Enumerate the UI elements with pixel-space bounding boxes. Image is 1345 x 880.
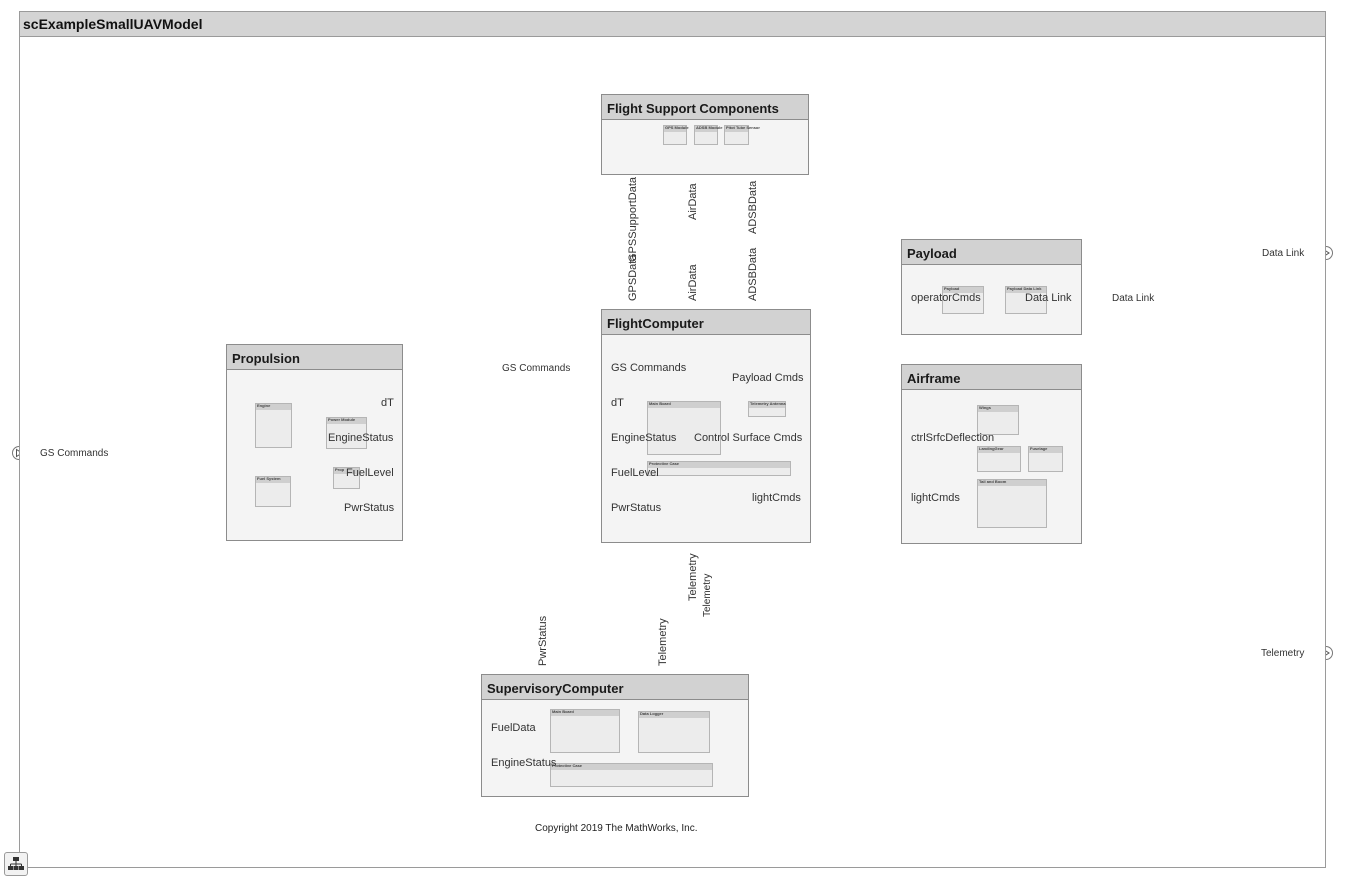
port-label-telemetry-sup: Telemetry	[657, 618, 669, 666]
inner-component[interactable]: Protective Case	[647, 461, 791, 476]
port-label-pwrstatus-fc: PwrStatus	[611, 502, 662, 514]
port-label-adsbdata-fc: ADSBData	[747, 247, 759, 301]
port-label-gpsdata: GPSData	[627, 254, 639, 301]
block-header: Flight Support Components	[602, 95, 808, 120]
port-label-enginestatus-prop: EngineStatus	[328, 432, 394, 444]
port-label-operatorcmds: operatorCmds	[911, 292, 981, 304]
port-label-lightcmds-airframe: lightCmds	[911, 492, 960, 504]
port-label-fuellevel-fc: FuelLevel	[611, 467, 659, 479]
block-title: SupervisoryComputer	[487, 681, 624, 696]
hierarchy-icon	[8, 857, 24, 870]
inner-component[interactable]: Telemetry Antenna	[748, 401, 786, 417]
port-label-enginestatus-sup: EngineStatus	[491, 757, 557, 769]
block-title: Payload	[907, 246, 957, 261]
block-flight-support[interactable]: Flight Support Components GPS Module ADS…	[601, 94, 809, 175]
inner-component[interactable]: Protective Case	[550, 763, 713, 787]
inner-component[interactable]: ADSB Module	[694, 125, 722, 145]
block-header: Payload	[902, 240, 1081, 265]
inner-component[interactable]: LandingGear	[977, 446, 1021, 472]
block-header: Propulsion	[227, 345, 402, 370]
port-label-telemetry-fc: Telemetry	[687, 553, 699, 601]
port-label-adsbdata-support: ADSBData	[747, 180, 759, 234]
port-label-fuellevel-prop: FuelLevel	[346, 467, 394, 479]
inner-component[interactable]: GPS Module	[663, 125, 689, 145]
block-title: Propulsion	[232, 351, 300, 366]
block-title: Flight Support Components	[607, 101, 779, 116]
port-label-airdata-support: AirData	[687, 183, 699, 220]
block-flight-computer[interactable]: FlightComputer Main Board Telemetry Ante…	[601, 309, 811, 543]
port-label-enginestatus-fc: EngineStatus	[611, 432, 677, 444]
port-label-dt-prop: dT	[381, 397, 394, 409]
port-label-ctrlsrfcdeflection: ctrlSrfcDeflection	[911, 432, 995, 444]
inner-component[interactable]: Payload Data Link	[1005, 286, 1047, 314]
port-label-pwrstatus-prop: PwrStatus	[344, 502, 395, 514]
external-port-label-telemetry: Telemetry	[1261, 648, 1305, 659]
block-propulsion[interactable]: Propulsion Engine Power Module Fuel Syst…	[226, 344, 403, 541]
inner-component[interactable]: Wings	[977, 405, 1019, 435]
inner-component[interactable]: Payload	[942, 286, 984, 314]
adapter-label-data-link: Data Link	[1112, 293, 1155, 304]
block-title: Airframe	[907, 371, 961, 386]
port-label-gs-commands-fc: GS Commands	[611, 362, 687, 374]
inner-component[interactable]: Tail and Boom	[977, 479, 1047, 528]
port-label-airdata-fc: AirData	[687, 264, 699, 301]
external-port-label-gs-commands: GS Commands	[40, 448, 109, 459]
port-label-gpssupportdata: GPSSupportData	[627, 177, 639, 262]
inner-component[interactable]: Power Module	[326, 417, 367, 449]
model-title-bar: scExampleSmallUAVModel	[20, 12, 1325, 37]
port-label-control-surface-cmds: Control Surface Cmds	[694, 432, 803, 444]
block-header: FlightComputer	[602, 310, 810, 335]
connector-label-telemetry: Telemetry	[702, 573, 713, 617]
block-supervisory-computer[interactable]: SupervisoryComputer Main Board Data Logg…	[481, 674, 749, 797]
port-label-fueldata: FuelData	[491, 722, 536, 734]
block-title: FlightComputer	[607, 316, 704, 331]
port-label-payload-cmds: Payload Cmds	[732, 372, 804, 384]
inner-component[interactable]: Pitot Tube Sensor	[724, 125, 760, 145]
inner-component[interactable]: Fuselage	[1028, 446, 1063, 472]
inner-component[interactable]: Engine	[255, 403, 292, 448]
port-label-pwrstatus-sup: PwrStatus	[537, 615, 549, 666]
block-header: Airframe	[902, 365, 1081, 390]
port-label-lightcmds-fc: lightCmds	[752, 492, 801, 504]
adapter-label-gs-commands: GS Commands	[502, 363, 571, 374]
external-port-label-data-link: Data Link	[1262, 248, 1305, 259]
copyright-text: Copyright 2019 The MathWorks, Inc.	[535, 823, 698, 834]
inner-component[interactable]: Prop	[333, 467, 360, 489]
block-payload[interactable]: Payload Payload Payload Data Link	[901, 239, 1082, 335]
block-header: SupervisoryComputer	[482, 675, 748, 700]
model-title: scExampleSmallUAVModel	[23, 16, 203, 32]
inner-component[interactable]: Main Board	[550, 709, 620, 753]
inner-component[interactable]: Fuel System	[255, 476, 291, 507]
block-airframe[interactable]: Airframe Wings LandingGear Fuselage Tail…	[901, 364, 1082, 544]
port-label-data-link-payload: Data Link	[1025, 292, 1072, 304]
model-navigator-button[interactable]	[4, 852, 28, 876]
inner-component[interactable]: Main Board	[647, 401, 721, 455]
inner-component[interactable]: Data Logger	[638, 711, 710, 753]
port-label-dt-fc: dT	[611, 397, 624, 409]
